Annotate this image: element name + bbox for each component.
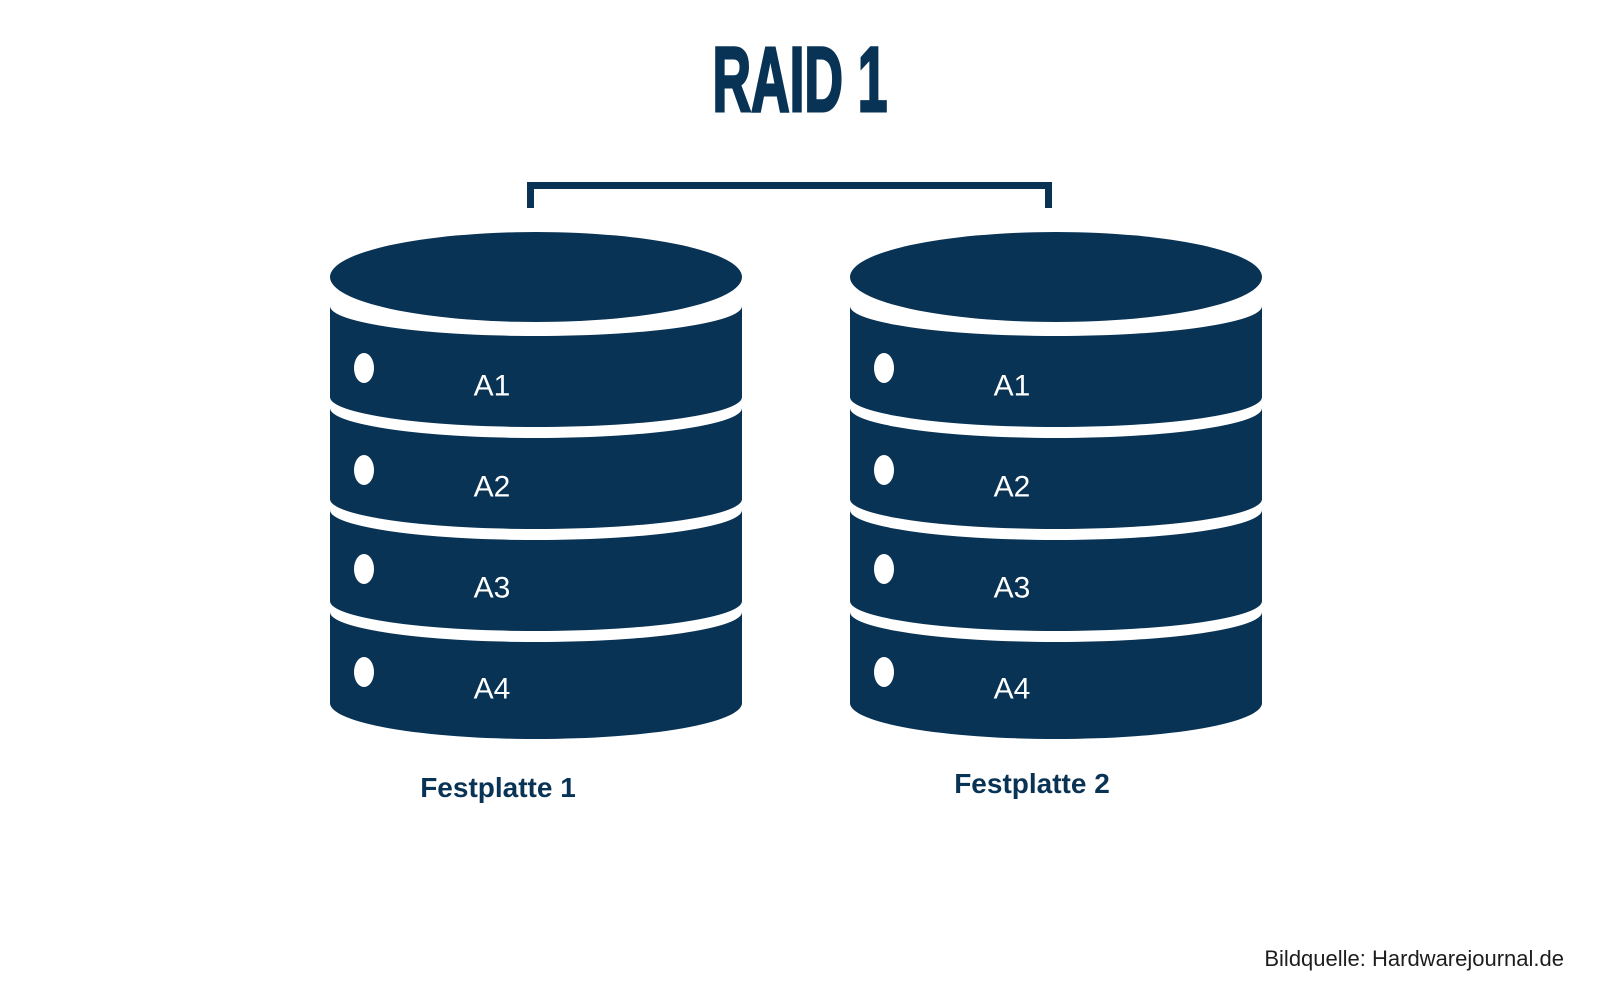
disk-block-band — [850, 408, 1262, 529]
disk-led-dot — [874, 554, 894, 584]
disk-block-band — [330, 306, 742, 427]
block-label: A1 — [994, 370, 1031, 403]
block-label: A2 — [994, 471, 1031, 504]
disk-led-dot — [354, 657, 374, 687]
disk-caption-festplatte-1: Festplatte 1 — [420, 772, 576, 803]
disk-block-band — [850, 306, 1262, 427]
mirror-connector-bracket — [527, 182, 1052, 208]
disk-top-ellipse — [330, 232, 742, 322]
disk-led-dot — [874, 657, 894, 687]
image-source-credit: Bildquelle: Hardwarejournal.de — [1264, 946, 1564, 971]
disk-led-dot — [874, 455, 894, 485]
disk-block-band — [330, 408, 742, 529]
disk-block-band — [850, 510, 1262, 631]
block-label: A2 — [474, 471, 511, 504]
disk-led-dot — [354, 455, 374, 485]
disk-block-band — [330, 510, 742, 631]
disk-led-dot — [354, 554, 374, 584]
disk-led-dot — [874, 353, 894, 383]
block-label: A4 — [474, 673, 511, 706]
block-label: A3 — [474, 572, 511, 605]
block-label: A1 — [474, 370, 511, 403]
block-label: A4 — [994, 673, 1031, 706]
disk-block-band — [330, 612, 742, 739]
disk-caption-festplatte-2: Festplatte 2 — [954, 768, 1110, 799]
disk-top-ellipse — [850, 232, 1262, 322]
disk-block-band — [850, 612, 1262, 739]
block-label: A3 — [994, 572, 1031, 605]
disk-led-dot — [354, 353, 374, 383]
diagram-title: RAID 1 — [712, 29, 889, 131]
